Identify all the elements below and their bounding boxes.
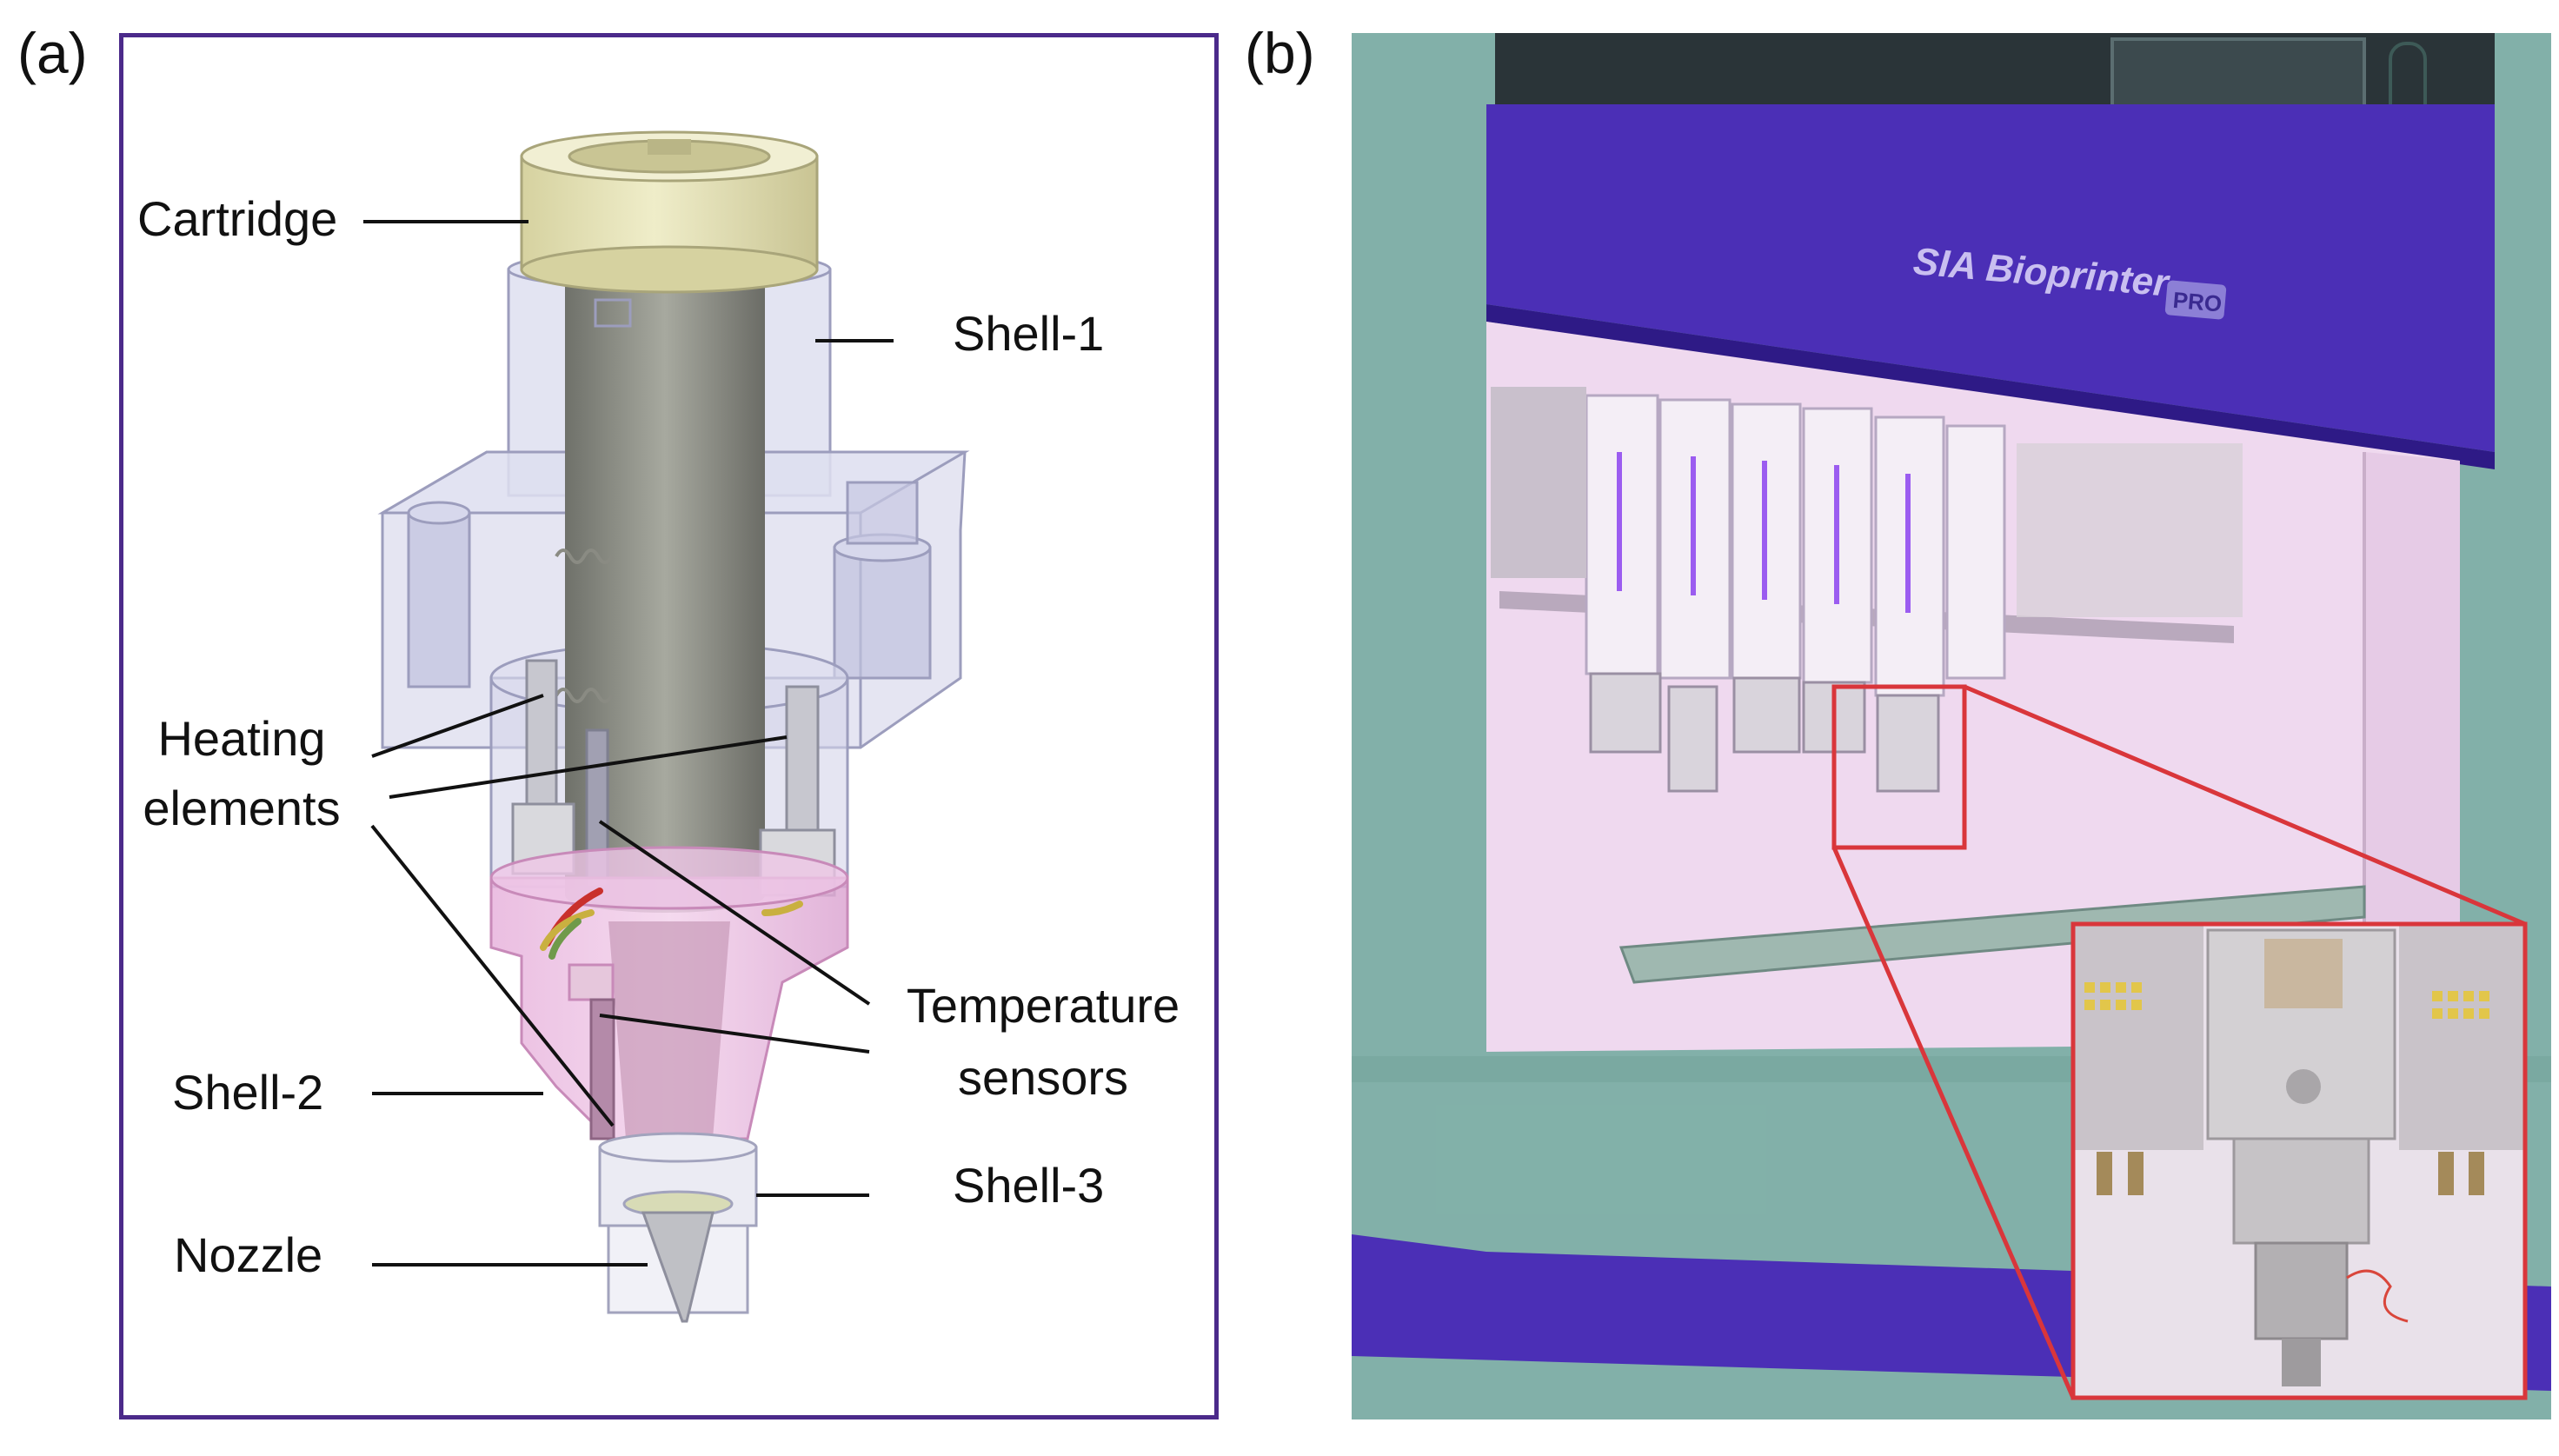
leader-lines xyxy=(363,220,894,1267)
label-temperature-line1: Temperature xyxy=(906,978,1180,1033)
cartridge xyxy=(520,130,819,328)
label-temperature-line2: sensors xyxy=(957,1050,1129,1105)
label-cartridge: Cartridge xyxy=(137,191,338,246)
panel-a-letter: (a) xyxy=(17,21,88,85)
heating-coils xyxy=(555,548,614,703)
panel-b-letter: (b) xyxy=(1245,21,1315,85)
label-heating-line2: elements xyxy=(143,781,341,835)
label-shell-3: Shell-3 xyxy=(953,1158,1105,1213)
photo-bioprinter: SIA Bioprinter PRO xyxy=(1352,33,2551,1419)
sensor-wires xyxy=(540,888,803,960)
label-shell-1: Shell-1 xyxy=(953,306,1105,361)
brand-badge: PRO xyxy=(2172,287,2223,317)
nozzle xyxy=(641,1211,715,1323)
label-nozzle: Nozzle xyxy=(174,1227,323,1282)
label-shell-2: Shell-2 xyxy=(172,1065,324,1120)
inset-closeup xyxy=(2073,924,2525,1398)
shell-2 xyxy=(489,846,849,1140)
label-heating-line1: Heating xyxy=(157,711,326,766)
callout xyxy=(1831,684,2528,1400)
